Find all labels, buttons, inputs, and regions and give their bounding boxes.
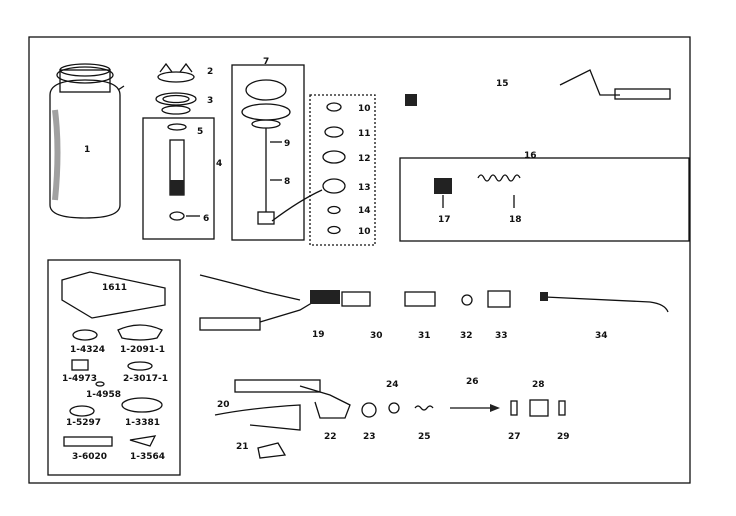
shutoff-handle-19 xyxy=(199,274,340,331)
callout-13: 13 xyxy=(358,183,371,193)
callout-10b: 10 xyxy=(358,227,371,237)
kit-item-1-2091-1: 1-2091-1 xyxy=(120,345,165,355)
callout-34: 34 xyxy=(595,331,608,341)
callout-11: 11 xyxy=(358,129,371,139)
repair-kit-box xyxy=(47,259,181,476)
kit-labels: 1611 1-4324 1-2091-1 1-4973 2-3017-1 1-4… xyxy=(62,283,168,462)
kit-item-3-6020: 3-6020 xyxy=(72,452,107,462)
tank-part-1 xyxy=(49,63,125,219)
curved-extension-34 xyxy=(540,292,669,313)
callout-30: 30 xyxy=(370,331,383,341)
extension-assembly-16 xyxy=(399,157,690,242)
callout-4: 4 xyxy=(216,159,222,169)
callout-31: 31 xyxy=(418,331,431,341)
callout-7: 7 xyxy=(263,57,269,67)
callout-22: 22 xyxy=(324,432,337,442)
callout-29: 29 xyxy=(557,432,570,442)
kit-box-label: 1611 xyxy=(102,283,127,293)
kit-item-1-4958: 1-4958 xyxy=(86,390,121,400)
callout-5: 5 xyxy=(197,127,203,137)
callout-labels: 1 2 3 4 5 6 7 8 9 10 11 12 13 14 10 15 1… xyxy=(84,57,608,452)
kit-item-2-3017-1: 2-3017-1 xyxy=(123,374,168,384)
callout-14: 14 xyxy=(358,206,371,216)
callout-21: 21 xyxy=(236,442,249,452)
callout-12: 12 xyxy=(358,154,371,164)
callout-9: 9 xyxy=(284,139,290,149)
callout-17: 17 xyxy=(438,215,451,225)
callout-15: 15 xyxy=(496,79,509,89)
callout-18: 18 xyxy=(509,215,522,225)
callout-10a: 10 xyxy=(358,104,371,114)
small-parts-23-29 xyxy=(361,399,566,418)
callout-16: 16 xyxy=(524,151,537,161)
valve-parts-10-14 xyxy=(271,94,376,246)
callout-3: 3 xyxy=(207,96,213,106)
callout-20: 20 xyxy=(217,400,230,410)
kit-item-1-3564: 1-3564 xyxy=(130,452,165,462)
kit-item-1-4324: 1-4324 xyxy=(70,345,105,355)
handle-parts-20-22 xyxy=(214,379,351,459)
callout-32: 32 xyxy=(460,331,473,341)
callout-1: 1 xyxy=(84,145,90,155)
callout-2: 2 xyxy=(207,67,213,77)
callout-24: 24 xyxy=(386,380,399,390)
kit-item-1-3381: 1-3381 xyxy=(125,418,160,428)
wand-assembly-15 xyxy=(405,69,671,106)
callout-33: 33 xyxy=(495,331,508,341)
callout-26: 26 xyxy=(466,377,479,387)
plunger-group-7-9 xyxy=(231,64,305,241)
pump-group-2-6 xyxy=(142,62,215,240)
kit-item-1-5297: 1-5297 xyxy=(66,418,101,428)
callout-19: 19 xyxy=(312,330,325,340)
callout-27: 27 xyxy=(508,432,521,442)
callout-6: 6 xyxy=(203,214,209,224)
callout-23: 23 xyxy=(363,432,376,442)
callout-8: 8 xyxy=(284,177,290,187)
nozzle-parts-30-33 xyxy=(341,290,511,308)
kit-item-1-4973: 1-4973 xyxy=(62,374,97,384)
outer-frame xyxy=(28,36,691,484)
callout-25: 25 xyxy=(418,432,431,442)
callout-28: 28 xyxy=(532,380,545,390)
